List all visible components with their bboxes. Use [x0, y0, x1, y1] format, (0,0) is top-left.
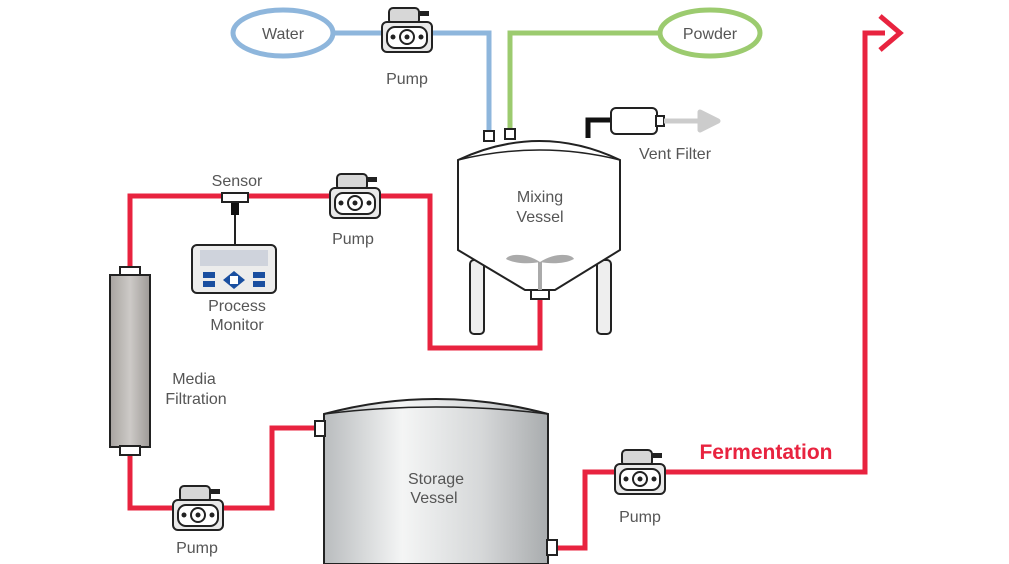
sensor-label: Sensor	[212, 173, 263, 190]
process-monitor	[191, 244, 277, 294]
powder-label: Powder	[683, 26, 738, 43]
storage-vessel-label-1: Storage	[408, 471, 464, 488]
process-pipe-upper	[127, 193, 543, 351]
storage-vessel	[314, 398, 558, 564]
process-monitor-label-2: Monitor	[210, 317, 264, 334]
powder-pipe	[507, 30, 660, 132]
fermentation-label: Fermentation	[699, 441, 832, 464]
pump-bottom-left-label: Pump	[176, 540, 218, 557]
storage-vessel-label-2: Vessel	[410, 490, 457, 507]
vent-arrow-icon	[664, 109, 721, 133]
water-label: Water	[262, 26, 305, 43]
pump-bottom-right-label: Pump	[619, 509, 661, 526]
pump-icon	[614, 449, 666, 495]
powder-source	[657, 7, 763, 59]
process-pipe-lower	[127, 425, 316, 511]
mixer-impeller-icon	[506, 254, 574, 290]
mixing-vessel-label-1: Mixing	[517, 189, 563, 206]
pump-icon	[329, 173, 381, 219]
water-source	[230, 7, 336, 59]
process-monitor-label-1: Process	[208, 298, 266, 315]
pump-mid-label: Pump	[332, 231, 374, 248]
media-filtration-label-1: Media	[172, 371, 216, 388]
output-arrow-icon	[878, 14, 904, 52]
vent-filter	[585, 107, 721, 138]
pump-icon	[172, 485, 224, 531]
pump-top-label: Pump	[386, 71, 428, 88]
vent-filter-label: Vent Filter	[639, 146, 712, 163]
sensor	[221, 192, 249, 245]
process-pipe-out	[556, 30, 885, 551]
mixing-vessel	[457, 128, 621, 335]
mixing-vessel-label-2: Vessel	[516, 209, 563, 226]
media-filtration-label-2: Filtration	[165, 391, 226, 408]
pump-icon	[381, 7, 433, 53]
media-filter	[109, 266, 151, 456]
